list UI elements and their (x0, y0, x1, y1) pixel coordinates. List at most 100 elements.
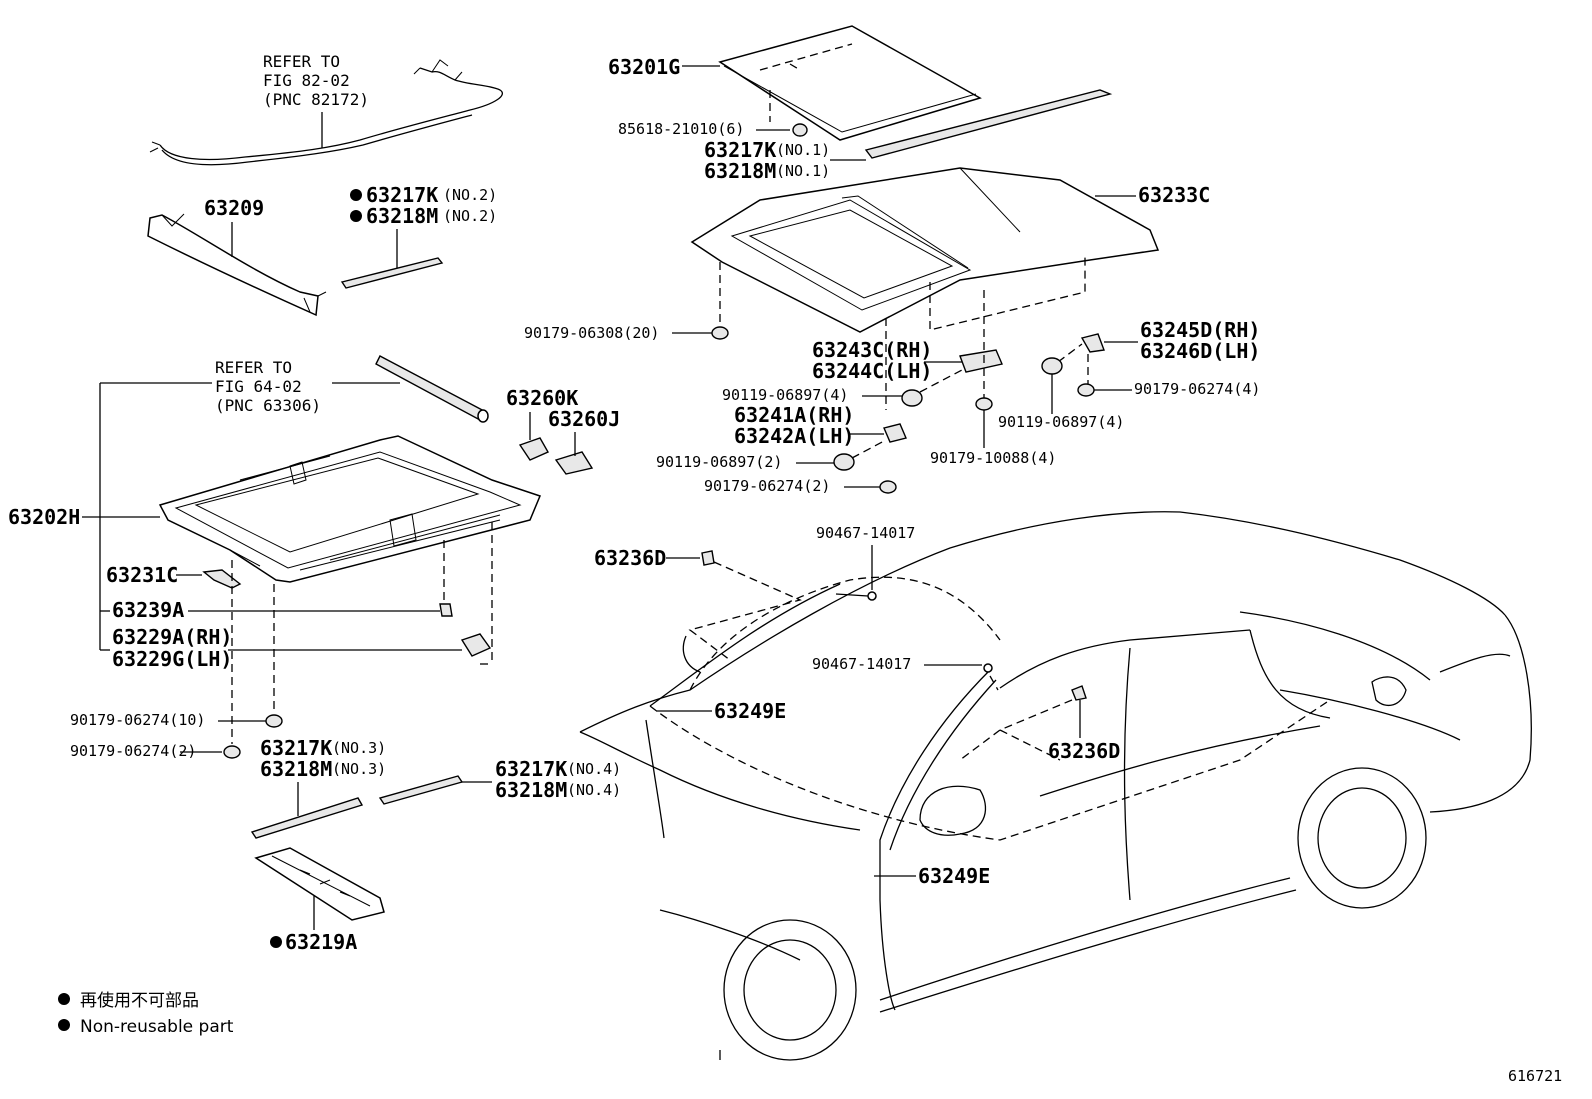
part-63209: 63209 (147, 196, 327, 317)
part-85618: 85618-21010(6) (618, 120, 808, 138)
clip-90119-4b: 90119-06897(4) (998, 357, 1124, 431)
callout-63229A: 63229A(RH) (112, 625, 232, 649)
wire-harness (149, 59, 503, 166)
part-90467-a: 90467-14017 (816, 524, 915, 601)
ref-line: REFER TO (263, 52, 340, 71)
callout-63201G: 63201G (608, 55, 680, 79)
callout-63218M-no1: 63218M (704, 159, 776, 183)
callout-90119-06897-4a: 90119-06897(4) (722, 386, 848, 404)
callout-90179-06274-2a: 90179-06274(2) (704, 477, 830, 495)
callout-63241A: 63241A(RH) (734, 403, 854, 427)
note-no3: (NO.3) (332, 739, 386, 757)
ref-line: (PNC 63306) (215, 396, 321, 415)
callout-90179-10088: 90179-10088(4) (930, 449, 1056, 467)
clip-90119-2: 90119-06897(2) (656, 439, 887, 471)
callout-63202H: 63202H (8, 505, 80, 529)
ref-fig-64-02: REFER TO FIG 64-02 (PNC 63306) (100, 358, 400, 415)
clip-90119-4a: 90119-06897(4) (722, 369, 963, 407)
callout-63239A: 63239A (112, 598, 184, 622)
callout-63245D: 63245D(RH) (1140, 318, 1260, 342)
vehicle-outline (579, 511, 1532, 1061)
clips-frame: 90179-06274(10) 90179-06274(2) (70, 560, 283, 760)
clip-90179-06308: 90179-06308(20) (524, 324, 729, 342)
part-weatherstrip-no1: 63217K 63218M (NO.1) (NO.1) (704, 89, 1113, 183)
callout-63260K: 63260K (506, 386, 578, 410)
callout-90179-06274-2: 90179-06274(2) (70, 742, 196, 760)
part-63236D-b: 63236D (959, 685, 1120, 763)
callout-63246D: 63246D(LH) (1140, 339, 1260, 363)
ref-line: FIG 82-02 (263, 71, 350, 90)
part-63260: 63260K 63260J (506, 386, 620, 475)
callout-63218M-no2: 63218M (366, 204, 438, 228)
callout-63219A: 63219A (285, 930, 357, 954)
callout-90467-b: 90467-14017 (812, 655, 911, 673)
clip-90179-06274-4: 90179-06274(4) (1077, 380, 1260, 398)
callout-63217K-no2: 63217K (366, 183, 438, 207)
part-drain-rod (375, 355, 489, 423)
callout-85618: 85618-21010(6) (618, 120, 744, 138)
ref-line: REFER TO (215, 358, 292, 377)
clip-90179-10088: 90179-10088(4) (930, 397, 1056, 467)
part-weatherstrip-no2: 63217K 63218M (NO.2) (NO.2) (340, 183, 497, 289)
non-reusable-marker (270, 936, 282, 948)
note-no2: (NO.2) (443, 207, 497, 225)
callout-90179-06274-10: 90179-06274(10) (70, 711, 205, 729)
note-no1: (NO.1) (776, 141, 830, 159)
note-no4: (NO.4) (567, 781, 621, 799)
callout-90467-a: 90467-14017 (816, 524, 915, 542)
part-63231C: 63231C (106, 563, 242, 589)
callout-63249E-a: 63249E (714, 699, 786, 723)
callout-63260J: 63260J (548, 407, 620, 431)
callout-90119-06897-2: 90119-06897(2) (656, 453, 782, 471)
callout-63242A: 63242A(LH) (734, 424, 854, 448)
callout-90179-06308: 90179-06308(20) (524, 324, 659, 342)
legend-item-jp: 再使用不可部品 (80, 990, 199, 1011)
legend-marker (58, 993, 70, 1005)
part-63243C-63244C: 63243C(RH) 63244C(LH) (812, 290, 1003, 410)
part-63249E-a: 63249E (656, 699, 786, 723)
callout-63233C: 63233C (1138, 183, 1210, 207)
callout-63243C: 63243C(RH) (812, 338, 932, 362)
part-63245D-63246D: 63245D(RH) 63246D(LH) (1057, 318, 1260, 384)
part-63229: 63229A(RH) 63229G(LH) (100, 522, 493, 671)
note-no2: (NO.2) (443, 186, 497, 204)
callout-63231C: 63231C (106, 563, 178, 587)
callout-90179-06274-4: 90179-06274(4) (1134, 380, 1260, 398)
note-no3: (NO.3) (332, 760, 386, 778)
legend-marker (58, 1019, 70, 1031)
part-63219A: 63219A (254, 847, 385, 954)
callout-63236D-a: 63236D (594, 546, 666, 570)
part-63233C-roof: 63233C (690, 167, 1210, 333)
part-90467-b: 90467-14017 (812, 655, 999, 691)
callout-63249E-b: 63249E (918, 864, 990, 888)
part-63239A: 63239A (100, 540, 453, 622)
note-no4: (NO.4) (567, 760, 621, 778)
ref-line: FIG 64-02 (215, 377, 302, 396)
part-63249E-b: 63249E (874, 864, 990, 888)
legend: 再使用不可部品 Non-reusable part (58, 990, 234, 1037)
clip-90179-06274-2: 90179-06274(2) (704, 477, 897, 495)
ref-fig-82-02: REFER TO FIG 82-02 (PNC 82172) (263, 52, 369, 109)
part-63202H-frame: 63202H (8, 383, 542, 650)
part-weatherstrip-no3-no4: 63217K 63218M (NO.3) (NO.3) 63217K 63218… (250, 736, 621, 839)
note-no1: (NO.1) (776, 162, 830, 180)
callout-63218M-no4: 63218M (495, 778, 567, 802)
callout-63229G: 63229G(LH) (112, 647, 232, 671)
callout-63209: 63209 (204, 196, 264, 220)
ref-line: (PNC 82172) (263, 90, 369, 109)
callout-63217K-no4: 63217K (495, 757, 567, 781)
callout-63218M-no3: 63218M (260, 757, 332, 781)
callout-63217K-no1: 63217K (704, 138, 776, 162)
callout-63244C: 63244C(LH) (812, 359, 932, 383)
part-63201G-glass: 63201G (608, 25, 982, 141)
callout-90119-06897-4b: 90119-06897(4) (998, 413, 1124, 431)
figure-id: 616721 (1508, 1067, 1562, 1085)
non-reusable-marker (350, 189, 362, 201)
legend-item-en: Non-reusable part (80, 1017, 234, 1037)
part-63241A-63242A: 63241A(RH) 63242A(LH) (734, 403, 907, 448)
callout-63217K-no3: 63217K (260, 736, 332, 760)
non-reusable-marker (350, 210, 362, 222)
callout-63236D-b: 63236D (1048, 739, 1120, 763)
part-63236D-a: 63236D (594, 546, 802, 661)
